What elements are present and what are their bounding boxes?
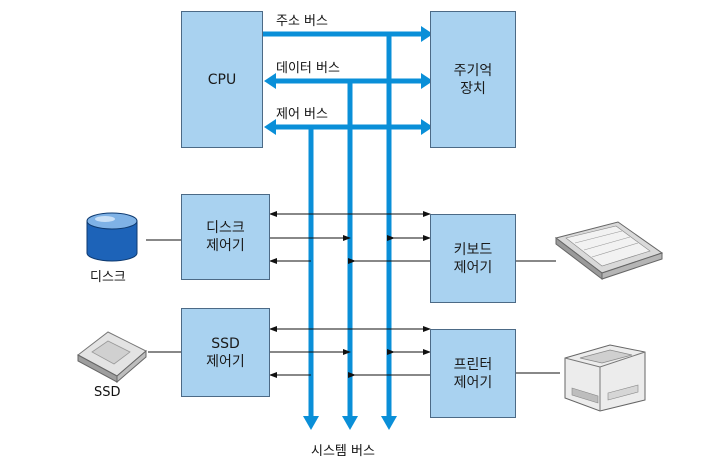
address-bus-label: 주소 버스 (276, 14, 328, 29)
printer-icon (564, 344, 646, 412)
cpu-box: CPU (181, 11, 263, 148)
printer-controller-box: 프린터 제어기 (430, 329, 516, 418)
address-bus-line (262, 26, 433, 42)
disk-cylinder-icon (86, 212, 138, 262)
main-memory-box: 주기억 장치 (430, 11, 516, 148)
controller-connections (263, 211, 431, 378)
system-bus-vertical-lines (303, 34, 397, 430)
ssd-drive-icon (77, 331, 147, 384)
ssd-controller-box: SSD 제어기 (181, 308, 270, 397)
device-links (146, 239, 560, 374)
keyboard-icon (554, 221, 664, 281)
system-bus-label: 시스템 버스 (311, 444, 375, 459)
disk-label: 디스크 (90, 270, 126, 285)
keyboard-controller-box: 키보드 제어기 (430, 214, 516, 303)
control-bus-label: 제어 버스 (276, 107, 328, 122)
disk-controller-box: 디스크 제어기 (181, 194, 270, 280)
data-bus-label: 데이터 버스 (276, 61, 340, 76)
ssd-label: SSD (94, 385, 121, 400)
